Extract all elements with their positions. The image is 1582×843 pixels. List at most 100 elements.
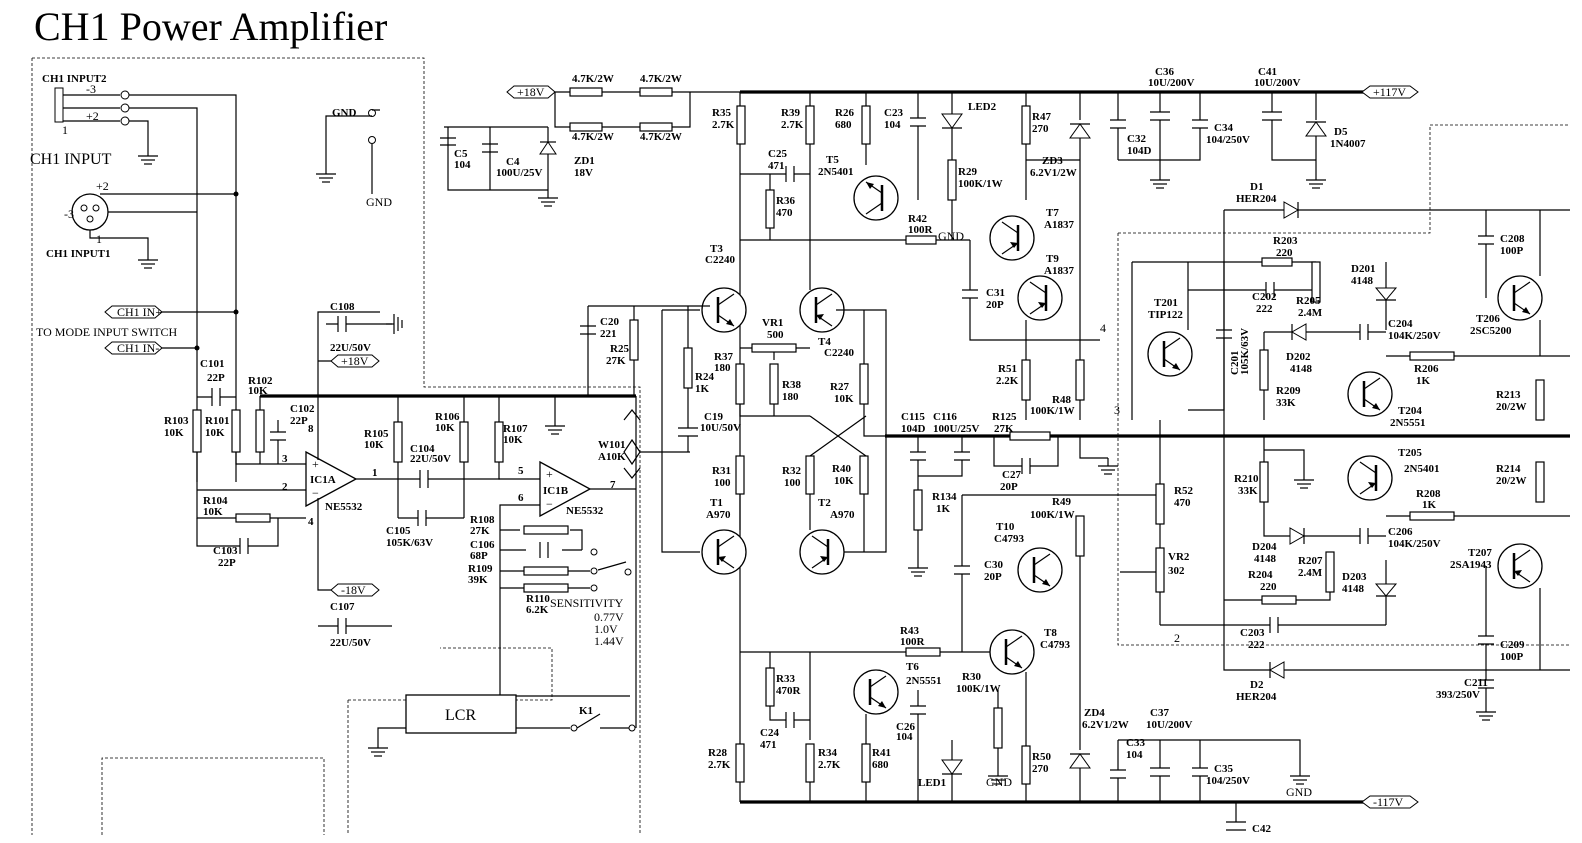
resistor-r206 [1409,351,1455,361]
svg-text:1K: 1K [1422,499,1437,511]
svg-text:CH1 IN+: CH1 IN+ [117,305,162,319]
svg-text:LED2: LED2 [968,101,997,113]
svg-text:C37: C37 [1150,707,1169,719]
svg-text:10K: 10K [203,506,223,518]
svg-text:-3: -3 [86,82,96,96]
svg-text:104D: 104D [1127,145,1152,157]
svg-text:100K/1W: 100K/1W [1030,405,1075,417]
resistor-r105 [393,421,403,463]
resistor-r39 [805,105,815,145]
resistor-r33 [765,667,775,707]
svg-text:R110: R110 [526,593,550,605]
svg-text:100U/25V: 100U/25V [496,167,543,179]
svg-text:27K: 27K [994,423,1014,435]
svg-text:2.7K: 2.7K [708,759,731,771]
diode-d204-icon [1289,527,1306,545]
svg-text:R109: R109 [468,563,493,575]
svg-text:C209: C209 [1500,639,1525,651]
svg-text:100P: 100P [1500,245,1524,257]
minus-117v-tag: -117V [1361,795,1419,809]
svg-text:T10: T10 [996,521,1015,533]
svg-text:1K: 1K [1416,375,1431,387]
svg-text:470: 470 [776,207,793,219]
svg-text:22U/50V: 22U/50V [330,637,371,649]
svg-text:-117V: -117V [1373,795,1404,809]
svg-text:R26: R26 [835,107,854,119]
svg-text:+18V: +18V [341,354,369,368]
transistor-t6 [852,668,900,716]
svg-text:T8: T8 [1044,627,1057,639]
svg-text:22U/50V: 22U/50V [330,342,371,354]
svg-text:IC1A: IC1A [310,474,336,486]
svg-text:NE5532: NE5532 [566,505,604,517]
svg-text:20P: 20P [986,299,1004,311]
svg-text:10K: 10K [503,434,523,446]
svg-text:100R: 100R [908,224,934,236]
transistor-t1 [700,528,748,576]
svg-text:R29: R29 [958,166,977,178]
svg-text:C102: C102 [290,403,315,415]
svg-text:C5: C5 [454,148,468,160]
xlr-input1-icon [71,193,109,231]
resistor-r106 [459,421,469,463]
svg-text:R51: R51 [998,363,1017,375]
diode-d203-icon [1374,583,1398,597]
svg-text:22P: 22P [290,415,308,427]
transistor-t5 [852,174,900,222]
svg-text:680: 680 [872,759,889,771]
trimmer-vr1 [751,343,797,353]
sensitivity-switch [590,548,632,592]
svg-text:C32: C32 [1127,133,1146,145]
svg-text:R28: R28 [708,747,727,759]
svg-text:105K/63V: 105K/63V [386,537,433,549]
svg-text:C115: C115 [901,411,925,423]
svg-text:2.7K: 2.7K [781,119,804,131]
svg-text:A970: A970 [830,509,855,521]
resistor-r209 [1259,349,1269,391]
transistor-t10 [1016,546,1064,594]
svg-text:100K/1W: 100K/1W [956,683,1001,695]
svg-text:1.44V: 1.44V [594,634,624,648]
svg-text:100: 100 [784,477,801,489]
svg-text:+: + [546,467,553,481]
svg-text:10K: 10K [364,439,384,451]
svg-text:R102: R102 [248,375,273,387]
resistor-r203 [1261,257,1293,267]
svg-text:180: 180 [714,362,731,374]
svg-text:4148: 4148 [1290,363,1313,375]
svg-text:C36: C36 [1155,66,1174,78]
svg-text:20/2W: 20/2W [1496,475,1527,487]
svg-text:VR1: VR1 [762,317,783,329]
svg-text:2.7K: 2.7K [712,119,735,131]
transistor-t206 [1496,274,1544,322]
svg-text:470R: 470R [776,685,802,697]
svg-text:R40: R40 [832,463,851,475]
trimmer-vr2 [1155,547,1165,593]
resistor-r49 [1075,515,1085,557]
svg-text:100K/1W: 100K/1W [1030,509,1075,521]
svg-text:2: 2 [282,481,288,493]
svg-text:6.2V1/2W: 6.2V1/2W [1082,719,1129,731]
svg-text:T1: T1 [710,497,723,509]
svg-text:R209: R209 [1276,385,1301,397]
svg-text:T9: T9 [1046,253,1059,265]
transistor-t8 [988,628,1036,676]
resistor-r40 [859,455,869,495]
svg-text:22P: 22P [218,557,236,569]
svg-text:20P: 20P [984,571,1002,583]
svg-text:33K: 33K [1238,485,1258,497]
resistor-r41 [861,743,871,783]
svg-text:R27: R27 [830,381,849,393]
svg-text:20P: 20P [1000,481,1018,493]
resistor-r43 [905,647,941,657]
ch1-input2-label: CH1 INPUT2 [42,73,107,85]
svg-text:R210: R210 [1234,473,1259,485]
resistor-r38 [769,363,779,405]
svg-text:C203: C203 [1240,627,1265,639]
svg-text:W101: W101 [598,439,626,451]
resistor-r52 [1155,483,1165,525]
svg-text:LED1: LED1 [918,777,946,789]
svg-text:R101: R101 [205,415,229,427]
svg-text:2N5551: 2N5551 [906,675,941,687]
svg-text:10U/200V: 10U/200V [1146,719,1193,731]
